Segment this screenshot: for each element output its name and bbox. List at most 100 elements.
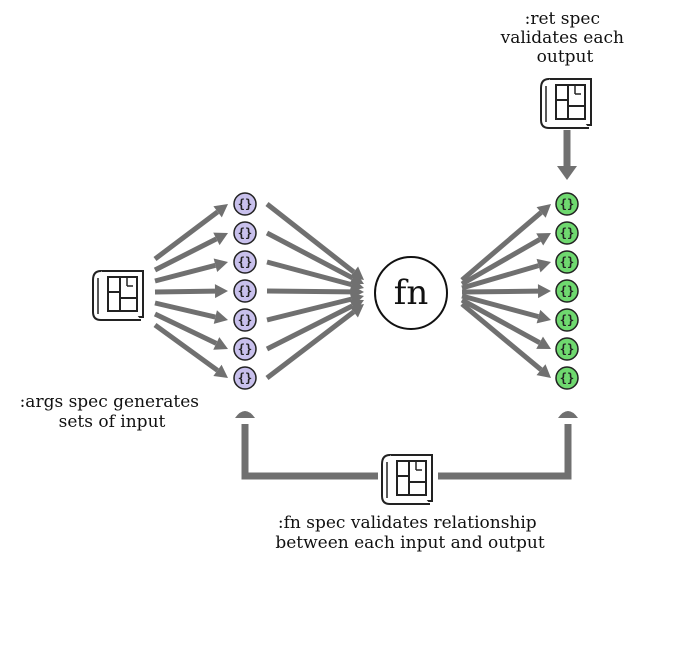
ret-spec-caption-line-1: :ret spec: [525, 9, 600, 29]
arrow-args-to-input-4: [154, 284, 228, 299]
arrow-fn-to-output-3: [461, 258, 551, 291]
arrow-input-to-fn-1-shaft: [265, 202, 356, 274]
input-column: {}{}{}{}{}{}{}: [233, 192, 257, 390]
arrow-fn-to-output-5: [461, 293, 551, 324]
ret-spec-caption: :ret spec validates each output: [500, 9, 630, 67]
arrow-args-to-input-2-head: [213, 232, 228, 246]
feedback-line-right: [438, 424, 572, 480]
arrow-fn-to-output-2-shaft: [460, 237, 541, 287]
arrow-args-to-input-6-shaft: [153, 311, 218, 346]
ret-spec-arrow: [557, 130, 577, 180]
input-node-4: {}: [233, 279, 257, 303]
output-node-4: {}: [555, 279, 579, 303]
output-node-3-circle: [555, 250, 579, 274]
arrow-fn-to-output-4-head: [537, 284, 551, 299]
arrow-fn-to-output-6: [460, 297, 551, 349]
arrow-input-to-fn-3-shaft: [266, 259, 353, 288]
input-node-2-glyph: {}: [238, 226, 252, 240]
output-node-7-circle: [555, 366, 579, 390]
arrow-input-to-fn-7: [265, 304, 364, 380]
output-node-7-glyph: {}: [560, 371, 574, 385]
arrow-args-to-input-3-head: [213, 258, 228, 273]
arrow-args-to-input-7-head: [213, 364, 228, 378]
output-node-4-glyph: {}: [560, 284, 574, 298]
args-spec-caption-line-2: sets of input: [59, 412, 166, 432]
arrow-args-to-input-2-shaft: [153, 236, 218, 273]
input-node-5-glyph: {}: [238, 313, 252, 327]
output-column: {} {} {} {} {} {} {}: [555, 192, 579, 390]
output-node-6-glyph: {}: [560, 342, 574, 356]
arrow-args-to-input-3: [154, 258, 228, 284]
arrow-input-to-fn-4: [266, 284, 364, 299]
args-spec-caption-line-1: :args spec generates: [20, 392, 199, 412]
arrow-fn-to-output-7-head: [536, 364, 551, 378]
arrow-args-to-input-5-shaft: [154, 300, 216, 320]
arrow-args-to-input-1-head: [213, 204, 228, 218]
output-node-2-glyph: {}: [560, 226, 574, 240]
input-node-6-circle: [233, 337, 257, 361]
fn-spec-caption-line-2: between each input and output: [275, 533, 545, 553]
input-node-1-glyph: {}: [238, 197, 252, 211]
input-node-6: {}: [233, 337, 257, 361]
arrow-fn-to-output-6-shaft: [460, 297, 541, 345]
arrow-fn-to-output-2: [460, 233, 551, 287]
output-node-4-circle: [555, 279, 579, 303]
output-node-1-circle: [555, 192, 579, 216]
output-node-2: {}: [555, 221, 579, 245]
arrow-fn-to-output-3-shaft: [461, 263, 540, 291]
input-node-5: {}: [233, 308, 257, 332]
output-node-2-circle: [555, 221, 579, 245]
output-node-6-circle: [555, 337, 579, 361]
input-node-1-circle: [233, 192, 257, 216]
arrow-fn-to-output-5-shaft: [461, 293, 540, 320]
arrow-fn-to-output-1: [460, 204, 551, 282]
arrow-fn-to-output-2-head: [536, 233, 551, 246]
input-node-5-circle: [233, 308, 257, 332]
arrow-args-to-input-5-head: [213, 310, 228, 324]
fn-spec-feedback-loop: [235, 411, 578, 480]
fn-spec-caption-line-1: :fn spec validates relationship: [278, 513, 537, 533]
arrow-fn-to-output-1-shaft: [460, 210, 543, 282]
arrow-args-to-input-6-head: [213, 337, 228, 350]
arrow-fn-to-output-7-shaft: [460, 302, 543, 372]
arrow-args-to-input-1-shaft: [153, 209, 220, 261]
arrow-args-to-input-7: [153, 322, 228, 378]
arrow-fn-to-output-4: [461, 284, 551, 299]
arrow-args-to-input-6: [153, 311, 228, 350]
fn-node: fn: [374, 256, 448, 330]
fn-label: fn: [394, 273, 428, 313]
feedback-line-left: [241, 424, 378, 480]
output-node-1-glyph: {}: [560, 197, 574, 211]
feedback-arrowhead-left: [235, 411, 255, 418]
output-node-5: {}: [555, 308, 579, 332]
arrow-input-to-fn-7-shaft: [265, 309, 356, 380]
arrow-fn-to-output-3-head: [536, 258, 551, 273]
arrow-fn-to-output-5-head: [536, 309, 551, 324]
arrow-fn-to-output-7: [460, 302, 551, 378]
arrow-args-to-input-2: [153, 232, 228, 273]
arrow-args-to-input-3-shaft: [154, 262, 217, 284]
input-node-1: {}: [233, 192, 257, 216]
arrow-args-to-input-7-shaft: [153, 322, 219, 373]
output-node-3-glyph: {}: [560, 255, 574, 269]
arrow-input-to-fn-6-shaft: [265, 303, 354, 352]
args-spec-icon: [92, 270, 144, 321]
arrow-input-to-fn-7-head: [349, 304, 364, 318]
arrow-input-to-fn-5-shaft: [266, 296, 352, 323]
arrows-layer: [153, 202, 551, 380]
output-node-3: {}: [555, 250, 579, 274]
arrow-args-to-input-1: [153, 204, 228, 261]
input-node-2-circle: [233, 221, 257, 245]
fn-spec-icon: [381, 454, 433, 505]
arrow-fn-to-output-4-shaft: [461, 288, 539, 295]
output-node-5-glyph: {}: [560, 313, 574, 327]
arrow-input-to-fn-2-shaft: [265, 230, 354, 281]
input-node-4-circle: [233, 279, 257, 303]
ret-spec-icon: [540, 78, 592, 129]
input-node-4-glyph: {}: [238, 284, 252, 298]
arrow-args-to-input-4-shaft: [154, 288, 216, 295]
arrow-input-to-fn-4-shaft: [266, 288, 352, 295]
arrow-fn-to-output-6-head: [536, 336, 551, 349]
ret-spec-caption-line-3: output: [537, 47, 594, 67]
ret-spec-caption-line-2: validates each: [500, 28, 624, 48]
